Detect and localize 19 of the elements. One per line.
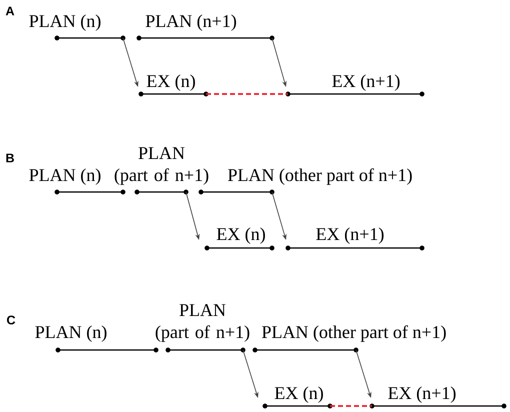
segment-label: PLAN (other part of n+1) — [228, 168, 412, 185]
dashed-line — [330, 405, 372, 407]
segment-label: PLAN (part of n+1) — [156, 304, 250, 342]
segment-label: EX (n) — [146, 74, 195, 91]
segment-label: EX (n+1) — [388, 386, 456, 403]
segment-label: EX (n+1) — [332, 74, 400, 91]
segment-label: EX (n) — [216, 228, 265, 244]
segment-label: PLAN (n) — [29, 14, 100, 31]
segment-label: EX (n) — [274, 386, 323, 403]
segment-label: PLAN (n) — [35, 326, 106, 342]
segment-label: EX (n+1) — [316, 228, 384, 244]
segment-label: PLAN (part of n+1) — [114, 147, 208, 185]
panel-letter: B — [6, 154, 14, 162]
segment-label: PLAN (n+1) — [146, 14, 236, 31]
segment-label: PLAN (n) — [29, 168, 100, 185]
segment-label: PLAN (other part of n+1) — [262, 325, 446, 342]
panel-letter: A — [6, 6, 14, 16]
panel-letter: C — [7, 316, 16, 324]
dashed-line — [206, 93, 288, 95]
